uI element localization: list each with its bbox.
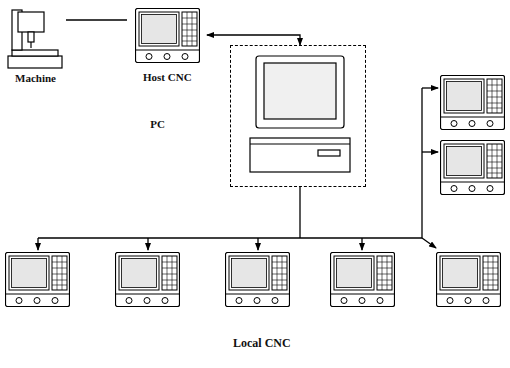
machine-icon — [8, 10, 62, 68]
group-label: Local CNC — [233, 336, 291, 351]
node-label: Machine — [15, 72, 56, 84]
connector — [207, 35, 300, 45]
node-label: Host CNC — [143, 71, 192, 83]
network-bus — [38, 88, 438, 250]
pc-icon — [250, 56, 350, 172]
machine-node: Machine — [4, 6, 66, 88]
local-cnc-monitors — [6, 76, 505, 307]
connector — [66, 19, 127, 20]
cnc-node: Host CNC — [127, 5, 207, 87]
node-label: PC — [150, 118, 165, 130]
pc-box: PC — [230, 45, 366, 187]
